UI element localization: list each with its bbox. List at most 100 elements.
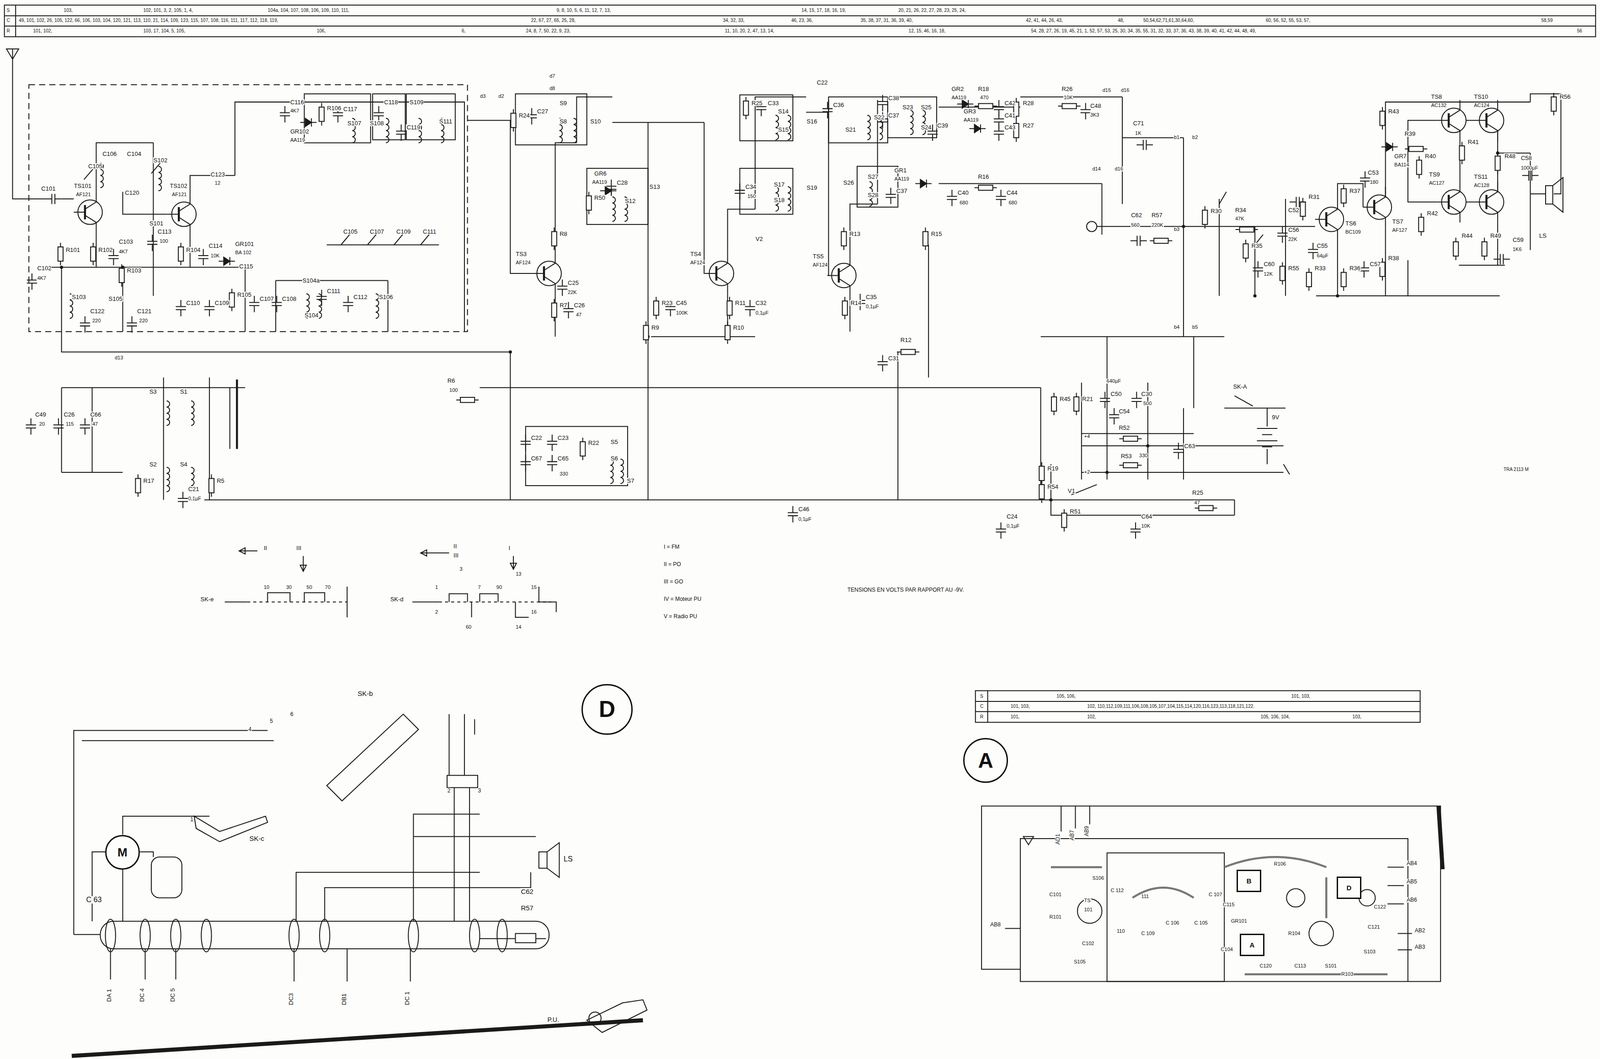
component-label: C121 [1367, 924, 1381, 930]
cable-harness [448, 714, 475, 922]
circuit-wire [1040, 336, 1290, 515]
component-label: C122 [89, 308, 105, 315]
component-label: R57 [1151, 212, 1163, 219]
resistor-symbol [1300, 197, 1306, 221]
component-label: d16 [1114, 166, 1124, 172]
component-label: C108 [281, 295, 297, 302]
component-label: 220 [91, 318, 102, 324]
component-label: R53 [1120, 453, 1133, 459]
component-label: 20 [38, 421, 46, 427]
component-label: 100 [448, 387, 459, 393]
component-label: S13 [649, 183, 661, 190]
component-label: b1 [1173, 134, 1180, 140]
component-label: C 106 [1165, 920, 1180, 926]
component-label: C22 [816, 79, 829, 86]
capacitor-symbol [822, 101, 833, 119]
circuit-wire [61, 377, 246, 501]
component-label: 500 [1142, 400, 1152, 406]
component-label: R21 [1081, 395, 1094, 402]
module-box: D [1336, 876, 1362, 899]
component-label: R106 [1273, 861, 1287, 867]
component-label: +4 [1083, 433, 1091, 439]
component-label: S4 [179, 461, 188, 468]
capacitor-symbol [1131, 391, 1142, 409]
component-label: 680 [1008, 200, 1018, 206]
circuit-board [1438, 805, 1443, 870]
transformer-can [304, 93, 371, 143]
component-label: C38 [887, 95, 900, 102]
reference-table [975, 690, 1421, 723]
component-label: GR101 [1230, 918, 1248, 924]
component-label: 1 [434, 584, 439, 590]
component-label: C37 [896, 187, 908, 194]
transformer-can [515, 93, 587, 145]
resistor-symbol [1280, 261, 1286, 285]
component-label: 220 [138, 318, 149, 324]
capacitor-symbol [45, 193, 62, 204]
component-label: 560 [1130, 222, 1140, 228]
component-label: AB9 [1083, 825, 1090, 838]
component-label: 115 [65, 421, 75, 427]
capacitor-symbol [745, 299, 756, 317]
component-label: 9V [1271, 414, 1280, 421]
node-text: D [1346, 884, 1352, 891]
component-label: S3 [149, 388, 158, 395]
component-label: R57 [520, 904, 534, 912]
component-label: C122 [1373, 904, 1387, 910]
diode-symbol [957, 100, 974, 109]
component-label: C113 [1293, 963, 1307, 969]
volume-control [1219, 191, 1264, 245]
component-label: C48 [1089, 102, 1102, 109]
component-label: V1 [1067, 487, 1076, 494]
resistor-symbol [1482, 237, 1488, 261]
component-label: S5 [610, 438, 619, 445]
component-label: 470 [979, 95, 989, 101]
component-label: b3 [1173, 226, 1180, 232]
component-label: C43 [1003, 124, 1016, 131]
component-label: C71 [1132, 120, 1145, 127]
resistor-symbol [1495, 151, 1501, 175]
component-label: C64 [1141, 513, 1153, 520]
component-label: R55 [1287, 265, 1300, 272]
component-label: C34 [745, 183, 758, 190]
reference-list: 35, 38, 37, 31, 36, 39, 40, [860, 18, 914, 23]
coil-symbol [612, 197, 616, 222]
component-label: C109 [214, 299, 230, 306]
component-label: 105, 106, [1056, 693, 1077, 699]
component-label: C105 [342, 228, 358, 235]
component-label: S18 [773, 197, 785, 203]
coil-symbol [166, 467, 170, 492]
component-label: AB5 [1406, 878, 1418, 885]
component-label: 3 [477, 787, 482, 794]
component-label: C103 [118, 238, 134, 245]
coil-symbol [69, 110, 926, 492]
reference-list: 24, 8, 7, 50, 22, 9, 23, [525, 28, 571, 34]
component-label: C22 [530, 434, 543, 441]
component-label: C60 [1263, 261, 1275, 267]
component-label: AC128 [1473, 182, 1490, 188]
component-label: TS9 [1428, 171, 1441, 178]
component-label: AD1 [1055, 833, 1061, 845]
resistor-symbol [229, 288, 235, 311]
component-label: S19 [805, 184, 818, 191]
capacitor-symbol [1136, 139, 1153, 150]
transformer-can [857, 166, 898, 208]
circuit-wire [204, 137, 1235, 500]
junction-dot [1049, 498, 1053, 502]
component-label: R42 [1426, 210, 1439, 217]
component-label: C26 [573, 302, 586, 309]
component-label: C50 [1110, 390, 1123, 397]
cable-harness [319, 918, 330, 952]
cable-harness [326, 714, 419, 801]
component-label: +2 [1083, 469, 1091, 475]
component-label: R15 [930, 230, 943, 237]
resistor-symbol [1453, 237, 1459, 261]
component-label: 10 [263, 584, 270, 590]
component-label: R56 [1559, 93, 1572, 100]
component-label: AF124 [515, 260, 531, 266]
component-label: C56 [1287, 226, 1300, 233]
resistor-symbol [974, 185, 998, 191]
component-label: S21 [844, 126, 857, 133]
component-label: 150 [746, 193, 757, 199]
